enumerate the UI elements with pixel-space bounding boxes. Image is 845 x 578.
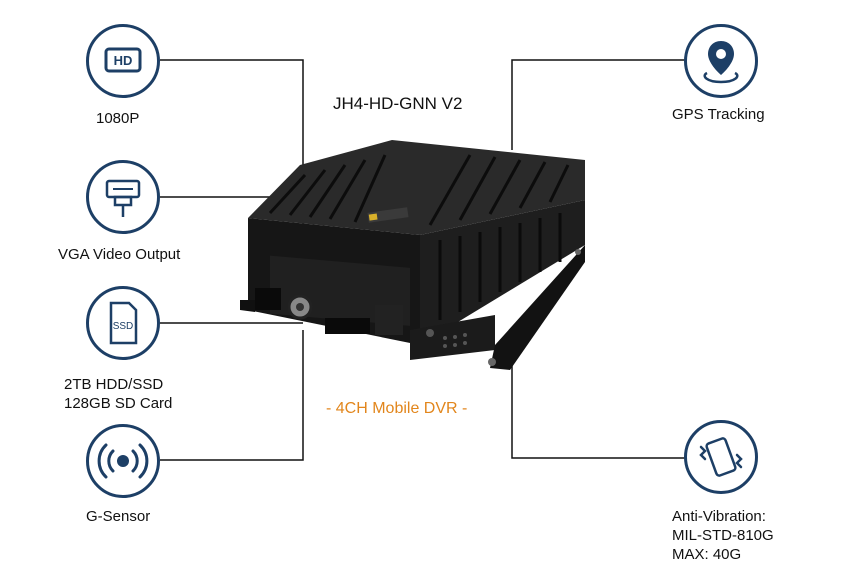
ssd-card-icon: SSD bbox=[109, 301, 138, 345]
gsensor-badge bbox=[86, 424, 160, 498]
ssd-icon-text: SSD bbox=[113, 321, 134, 332]
vga-badge bbox=[86, 160, 160, 234]
storage-badge: SSD bbox=[86, 286, 160, 360]
svg-text:HD: HD bbox=[114, 53, 133, 68]
product-model-title: JH4-HD-GNN V2 bbox=[333, 94, 463, 113]
signal-waves-icon bbox=[97, 443, 149, 479]
gps-badge bbox=[684, 24, 758, 98]
storage-label-line1: 2TB HDD/SSD bbox=[64, 376, 164, 393]
gsensor-label: G-Sensor bbox=[86, 508, 151, 525]
vibration-label-line2: MIL-STD-810G bbox=[672, 527, 774, 544]
vga-label: VGA Video Output bbox=[58, 246, 181, 263]
vibration-label-line3: MAX: 40G bbox=[672, 546, 742, 563]
vibration-badge bbox=[684, 420, 758, 494]
product-subtitle: - 4CH Mobile DVR - bbox=[326, 400, 468, 417]
storage-label-line2: 128GB SD Card bbox=[64, 395, 173, 412]
vibration-label-line1: Anti-Vibration: bbox=[672, 508, 766, 525]
vga-connector-icon bbox=[105, 179, 141, 217]
hd-label: 1080P bbox=[96, 110, 140, 127]
hd-badge: HD bbox=[86, 24, 160, 98]
vibrating-phone-icon bbox=[699, 437, 743, 477]
location-pin-icon bbox=[703, 41, 739, 84]
hd-icon: HD bbox=[104, 47, 142, 73]
gps-label: GPS Tracking bbox=[672, 106, 765, 123]
